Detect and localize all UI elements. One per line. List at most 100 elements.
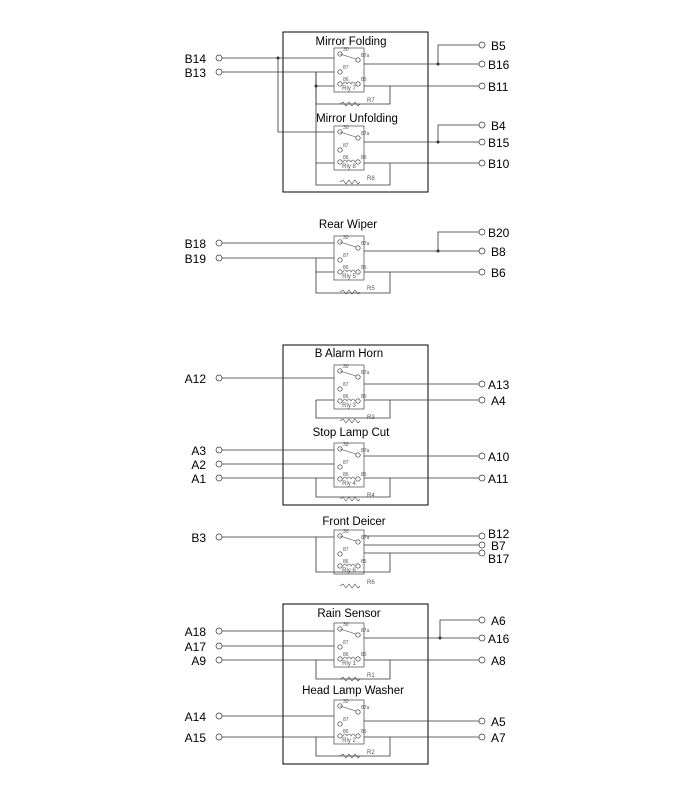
relay-terminal [337, 69, 343, 75]
terminal-code: 86 [343, 77, 349, 83]
pin-a10: A10 [478, 450, 510, 464]
svg-text:A8: A8 [491, 654, 506, 668]
svg-text:A12: A12 [185, 372, 207, 386]
svg-text:B6: B6 [491, 266, 506, 280]
terminal-code: 87a [361, 448, 370, 454]
relay-terminal [355, 269, 361, 275]
resistor-label: R2 [367, 750, 375, 756]
relay-terminal [355, 398, 361, 404]
pin-a13: A13 [478, 378, 510, 392]
wire-a6 [439, 619, 480, 638]
terminal-code: 86 [343, 155, 349, 161]
pin-b8: B8 [478, 245, 506, 259]
svg-text:A4: A4 [491, 394, 506, 408]
relay-coil [342, 398, 356, 402]
relay-terminal [337, 269, 343, 275]
wire-b4 [437, 124, 480, 142]
terminal-code: 87 [343, 460, 349, 466]
svg-text:A3: A3 [191, 444, 206, 458]
pin-b11: B11 [478, 80, 509, 94]
terminal-code: 85 [361, 652, 367, 658]
terminal-code: 86 [343, 265, 349, 271]
svg-text:B11: B11 [488, 80, 509, 94]
pin-a5: A5 [478, 715, 506, 729]
relay-switch-arm [339, 448, 357, 455]
relay-switch-arm [339, 705, 357, 712]
relay-switch-arm [339, 370, 357, 377]
terminal-code: 87a [361, 131, 370, 137]
relay-terminal [337, 733, 343, 739]
terminal-code: 87a [361, 628, 370, 634]
terminal-code: 30 [343, 125, 349, 131]
terminal-code: 87a [361, 705, 370, 711]
relay-terminal [355, 656, 361, 662]
svg-text:B19: B19 [185, 252, 207, 266]
terminal-code: 87a [361, 370, 370, 376]
svg-text:A16: A16 [488, 632, 510, 646]
svg-text:B8: B8 [491, 245, 506, 259]
wire-rly3-r3 [315, 400, 391, 419]
svg-text:B15: B15 [488, 136, 510, 150]
terminal-code: 30 [343, 529, 349, 535]
svg-text:A17: A17 [185, 640, 207, 654]
terminal-code: 86 [343, 729, 349, 735]
relay-terminal [355, 374, 361, 380]
svg-text:A15: A15 [185, 731, 207, 745]
relay-terminal [337, 551, 343, 557]
mirror-group-box [282, 31, 429, 193]
relay-terminal [355, 81, 361, 87]
relay-terminal [355, 245, 361, 251]
svg-text:B12: B12 [488, 527, 510, 541]
pin-a6: A6 [478, 614, 506, 628]
left-pins: B14 B13 B18 B19 A12 A3 A2 A1 B3 A18 A17 … [185, 52, 223, 745]
relay-terminal [337, 398, 343, 404]
pin-b3: B3 [191, 531, 223, 545]
resistor-label: R7 [367, 98, 375, 104]
resistor-label: R5 [367, 286, 375, 292]
resistor-label: R6 [367, 580, 375, 586]
wire-rly1-r1 [315, 660, 391, 680]
relay-switch-arm [339, 241, 357, 248]
resistor-label: R8 [367, 176, 375, 182]
wire-b5 [437, 44, 480, 64]
wire-b14-to-rly8 [277, 58, 334, 133]
wire-rly8-r8 [315, 163, 391, 186]
svg-text:A11: A11 [488, 472, 509, 486]
pin-b20: B20 [478, 226, 510, 240]
terminal-code: 85 [361, 394, 367, 400]
terminal-code: 30 [343, 235, 349, 241]
svg-text:A14: A14 [185, 710, 207, 724]
pin-b7: B7 [478, 539, 506, 553]
relay-coil [342, 563, 356, 567]
relay-coil [342, 269, 356, 273]
alarm-stop-group-box [282, 344, 429, 506]
relay-label: Rly 2 [342, 738, 356, 744]
svg-text:B3: B3 [191, 531, 206, 545]
relay-label: Rly 4 [342, 481, 356, 487]
terminal-code: 87 [343, 547, 349, 553]
relay-terminal [337, 476, 343, 482]
terminal-code: 87a [361, 53, 370, 59]
terminal-code: 87 [343, 65, 349, 71]
relay-terminal [355, 476, 361, 482]
title-mirror-unfolding: Mirror Unfolding [316, 113, 398, 125]
relay-terminal [337, 81, 343, 87]
title-front-deicer: Front Deicer [322, 516, 385, 528]
pin-a3: A3 [191, 444, 223, 458]
relay-label: Rly 3 [342, 403, 356, 409]
terminal-code: 86 [343, 559, 349, 565]
pin-a11: A11 [478, 472, 509, 486]
terminal-code: 85 [361, 729, 367, 735]
wire-rly4-r4 [315, 478, 391, 498]
terminal-code: 87 [343, 640, 349, 646]
svg-text:B4: B4 [491, 119, 506, 133]
relay-label: Rly 6 [342, 568, 356, 574]
resistor-label: R1 [367, 673, 375, 679]
